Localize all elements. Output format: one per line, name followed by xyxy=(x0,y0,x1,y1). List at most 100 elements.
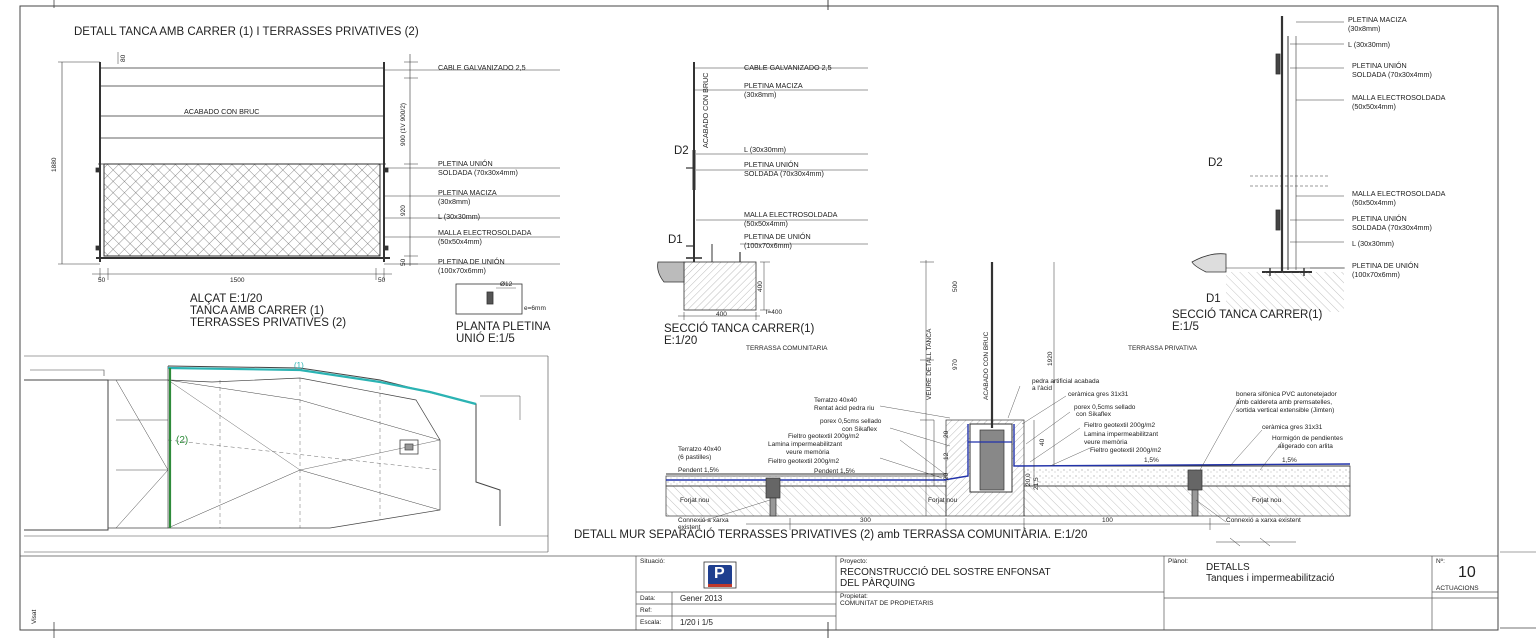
mur-left-label: Terratzo 40x40 xyxy=(678,446,721,453)
plate-plan-title: PLANTA PLETINA xyxy=(456,321,551,333)
sec-a-label: MALLA ELECTROSOLDADA xyxy=(744,210,838,219)
plate-thickness-label: e=6mm xyxy=(524,305,546,312)
tb-propietat-value: COMUNITAT DE PROPIETARIS xyxy=(840,600,934,607)
elev-dim-bottom: 50 xyxy=(400,258,407,266)
sec-b-label: (100x70x6mm) xyxy=(1352,270,1400,279)
tb-proyecto-label: Proyecto: xyxy=(840,558,868,565)
sec-a-label: (100x70x6mm) xyxy=(744,241,792,250)
elev-label: (50x50x4mm) xyxy=(438,237,482,246)
mur-left-label: Rentat àcid pedra riu xyxy=(814,405,875,412)
mur-right-label: Lamina impermeabilitzant xyxy=(1084,431,1159,438)
mur-left-label: Lamina impermeabilitzant xyxy=(768,441,843,448)
mur-dim: 20 xyxy=(943,472,950,480)
elev-label: L (30x30mm) xyxy=(438,212,481,221)
parking-logo xyxy=(703,561,737,589)
mur-left-label: Pendent 1,5% xyxy=(814,468,855,475)
site-plan-drawing xyxy=(24,355,549,553)
sec-b-label: (30x8mm) xyxy=(1348,24,1381,33)
mur-right-label: Fieltro geotextil 200g/m2 xyxy=(1090,447,1162,454)
tb-num-value: 10 xyxy=(1458,564,1476,581)
tb-data-value: Gener 2013 xyxy=(680,594,723,603)
title-block-lines xyxy=(20,555,1498,630)
sec-b-label: L (30x30mm) xyxy=(1352,239,1395,248)
sec-a-dim-h: 400 xyxy=(757,281,764,292)
sec-b-label: (50x50x4mm) xyxy=(1352,198,1396,207)
sheet-border xyxy=(19,0,1536,638)
sec-a-label: (30x8mm) xyxy=(744,90,777,99)
tb-plano-label: Plànol: xyxy=(1168,558,1188,565)
mur-dim: 12 xyxy=(943,452,950,460)
mur-right-label: aligerado con arlita xyxy=(1278,443,1333,450)
sec-b-label: PLETINA UNIÓN xyxy=(1352,214,1407,223)
site-plan-fence-street xyxy=(167,366,477,406)
mur-connexio-right: Connexió a xarxa existent xyxy=(1226,517,1301,524)
sec-a-dim-l: l=400 xyxy=(766,309,783,316)
sec-b-label: L (30x30mm) xyxy=(1348,40,1391,49)
elevation-subtitle-1: TANCA AMB CARRER (1) xyxy=(190,305,324,317)
mur-left-label: Fieltro geotextil 200g/m2 xyxy=(788,433,860,440)
tb-plano-1: DETALLS xyxy=(1206,562,1250,573)
tb-situacio-label: Situació: xyxy=(640,558,665,565)
sec-b-label: PLETINA DE UNIÓN xyxy=(1352,261,1419,270)
plate-hole-label: Ø12 xyxy=(500,281,513,288)
mur-right-label: Fieltro geotextil 200g/m2 xyxy=(1084,422,1156,429)
sec-a-dim-w: 400 xyxy=(716,311,727,318)
mur-dim: 300 xyxy=(860,517,871,524)
tb-plano-2: Tanques i impermeabilització xyxy=(1206,573,1335,584)
main-title: DETALL TANCA AMB CARRER (1) I TERRASSES … xyxy=(74,26,419,38)
mur-dim: 100 xyxy=(1102,517,1113,524)
mur-right-label: amb caldereta amb premsatelles, xyxy=(1236,399,1333,406)
mur-right-label: bonera sifònica PVC autonetejador xyxy=(1236,391,1337,398)
plate-plan-drawing xyxy=(455,283,523,315)
elev-dim-top: 80 xyxy=(120,54,127,62)
elev-label: CABLE GALVANIZADO 2,5 xyxy=(438,63,526,72)
elev-dim-left: 50 xyxy=(98,277,106,284)
mur-connexio-left: Connexió a xarxa xyxy=(678,517,729,524)
section-a-title: SECCIÓ TANCA CARRER(1) xyxy=(664,323,815,335)
section-b-drawing xyxy=(1191,16,1345,312)
mur-detail-drawing xyxy=(665,260,1351,547)
tb-side-note: Visat xyxy=(31,609,38,624)
mur-dim: 500 xyxy=(952,281,959,292)
tb-proyecto-1: RECONSTRUCCIÓ DEL SOSTRE ENFONSAT xyxy=(840,567,1051,578)
elevation-drawing xyxy=(58,52,560,280)
mur-left-label: (6 pastilles) xyxy=(678,454,712,461)
sec-b-label: SOLDADA (70x30x4mm) xyxy=(1352,70,1432,79)
mur-terrassa-priv: TERRASSA PRIVATIVA xyxy=(1128,345,1197,352)
mur-terrassa-com: TERRASSA COMUNITARIA xyxy=(746,345,828,352)
mur-left-label: con Sikaflex xyxy=(842,426,878,433)
mur-right-label: pedra artificial acabada xyxy=(1032,378,1100,385)
mur-right-label: con Sikaflex xyxy=(1076,411,1112,418)
sec-a-label: PLETINA UNIÓN xyxy=(744,160,799,169)
elevation-title: ALÇAT E:1/20 xyxy=(190,293,263,305)
mur-dim: 20,0 xyxy=(1025,473,1032,486)
sec-a-acabado: ACABADO CON BRUC xyxy=(701,72,710,148)
sec-b-d1: D1 xyxy=(1206,293,1221,305)
sec-b-label: PLETINA MACIZA xyxy=(1348,15,1407,24)
tb-actuacions: ACTUACIONS xyxy=(1436,585,1479,592)
sec-a-label: (50x50x4mm) xyxy=(744,219,788,228)
mur-right-label: 1,5% xyxy=(1144,457,1159,464)
mur-right-label: Hormigón de pendientes xyxy=(1272,435,1343,442)
mur-dim: 21,5 xyxy=(1033,477,1040,490)
sec-a-label: PLETINA DE UNIÓN xyxy=(744,232,811,241)
tb-num-label: Nº: xyxy=(1436,558,1445,565)
elev-dim-total: 1880 xyxy=(51,157,58,172)
sec-b-d2: D2 xyxy=(1208,157,1223,169)
mur-right-label: ceràmica gres 31x31 xyxy=(1262,424,1323,431)
elev-dim-right: 50 xyxy=(378,277,386,284)
mur-dim: 1920 xyxy=(1047,351,1054,366)
elev-dim-upper: 900 (1V 900/2) xyxy=(400,102,407,146)
sec-b-label: SOLDADA (70x30x4mm) xyxy=(1352,223,1432,232)
section-b-title: SECCIÓ TANCA CARRER(1) xyxy=(1172,309,1323,321)
mur-title: DETALL MUR SEPARACIÓ TERRASSES PRIVATIVE… xyxy=(574,529,1088,541)
elev-acabado-label: ACABADO CON BRUC xyxy=(184,107,260,116)
sec-b-label: MALLA ELECTROSOLDADA xyxy=(1352,93,1446,102)
mur-forjat: Forjat nou xyxy=(928,497,958,504)
tb-data-label: Data: xyxy=(640,595,656,602)
tb-ref-label: Ref: xyxy=(640,607,652,614)
mur-left-label: porex 0,5cms sellado xyxy=(820,418,882,425)
tb-escala-label: Escala: xyxy=(640,619,662,626)
